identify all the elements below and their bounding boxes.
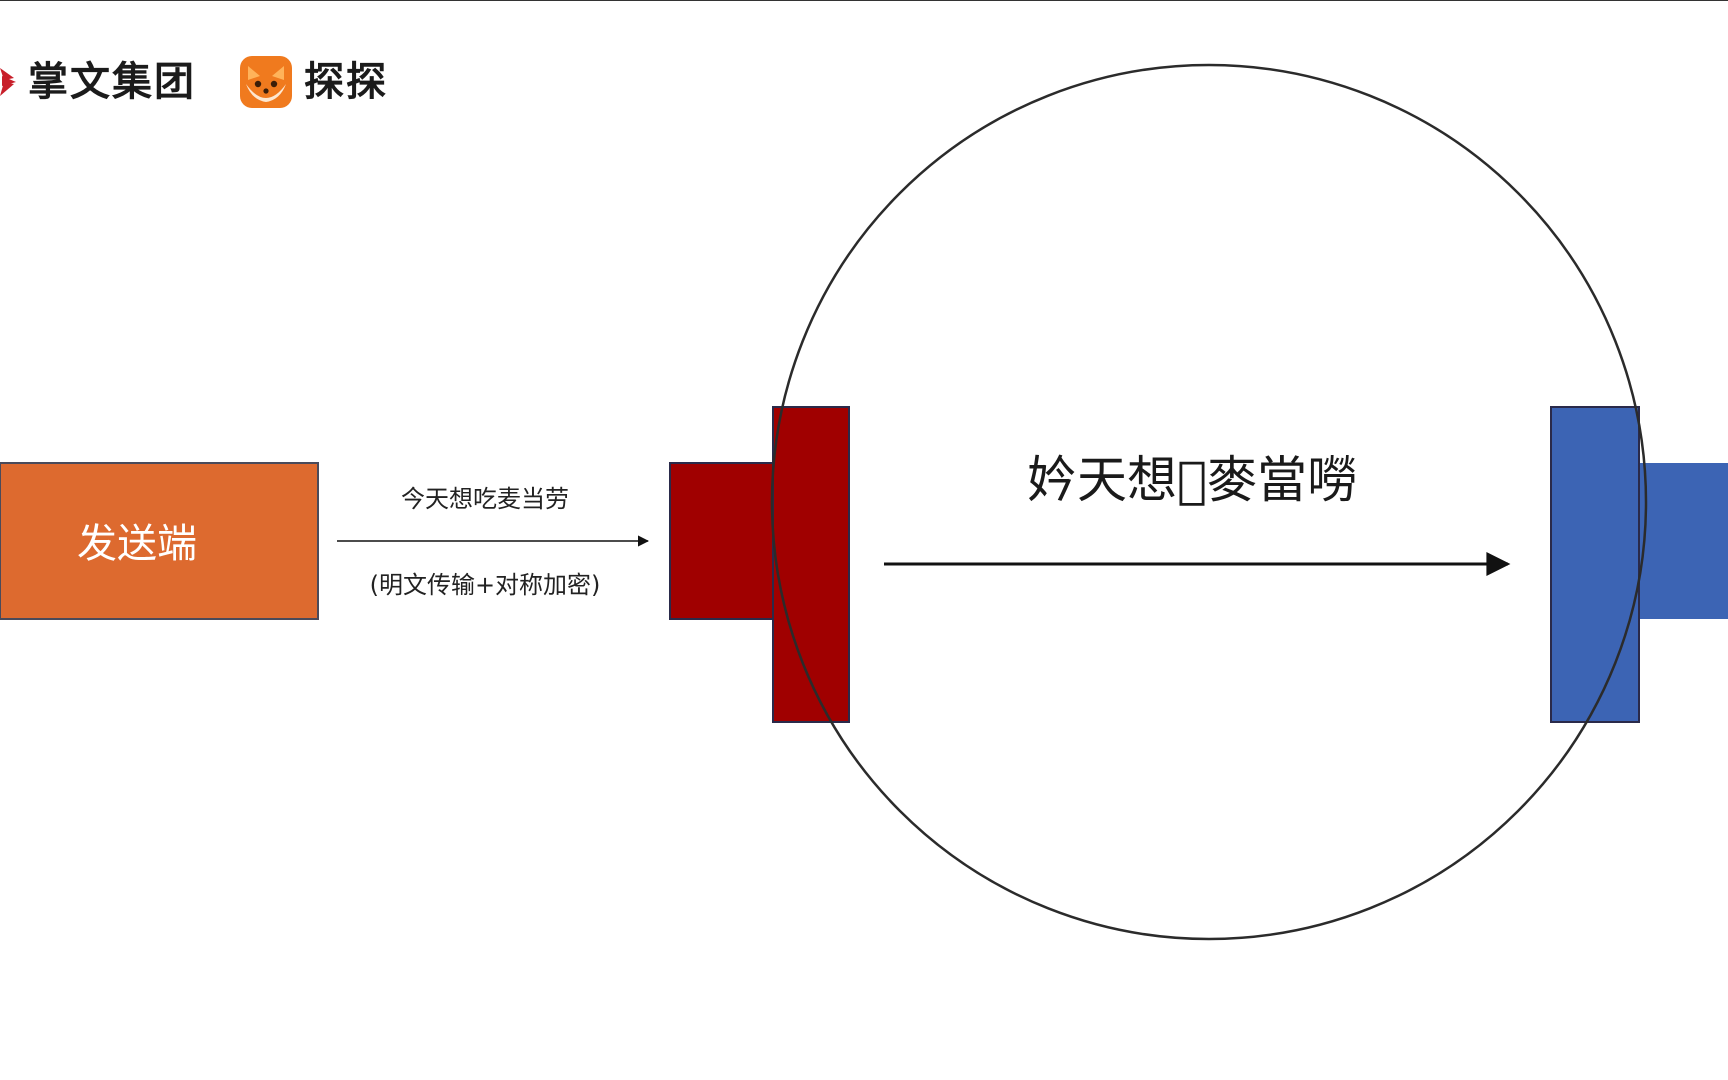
fox-face-icon bbox=[240, 56, 292, 108]
app-logo-text: 探探 bbox=[304, 59, 388, 105]
left-inner-block bbox=[772, 406, 850, 723]
company-logo-text: 掌文集团 bbox=[28, 59, 196, 105]
sender-box bbox=[0, 462, 319, 620]
zoom-circle bbox=[770, 63, 1648, 941]
sender-label: 发送端 bbox=[77, 521, 197, 567]
red-starburst-logo-icon bbox=[0, 68, 16, 96]
plain-message-label: 今天想吃麦当劳 bbox=[401, 485, 569, 513]
top-border-line bbox=[0, 0, 1728, 1]
encrypted-message-label: 妗天想𠯁麥當嘮 bbox=[1027, 451, 1357, 509]
logo-bar: 掌文集团 探探 bbox=[0, 56, 388, 108]
left-outer-block bbox=[669, 462, 791, 620]
right-inner-block bbox=[1550, 406, 1640, 723]
transport-note-label: (明文传输+对称加密) bbox=[370, 571, 601, 599]
